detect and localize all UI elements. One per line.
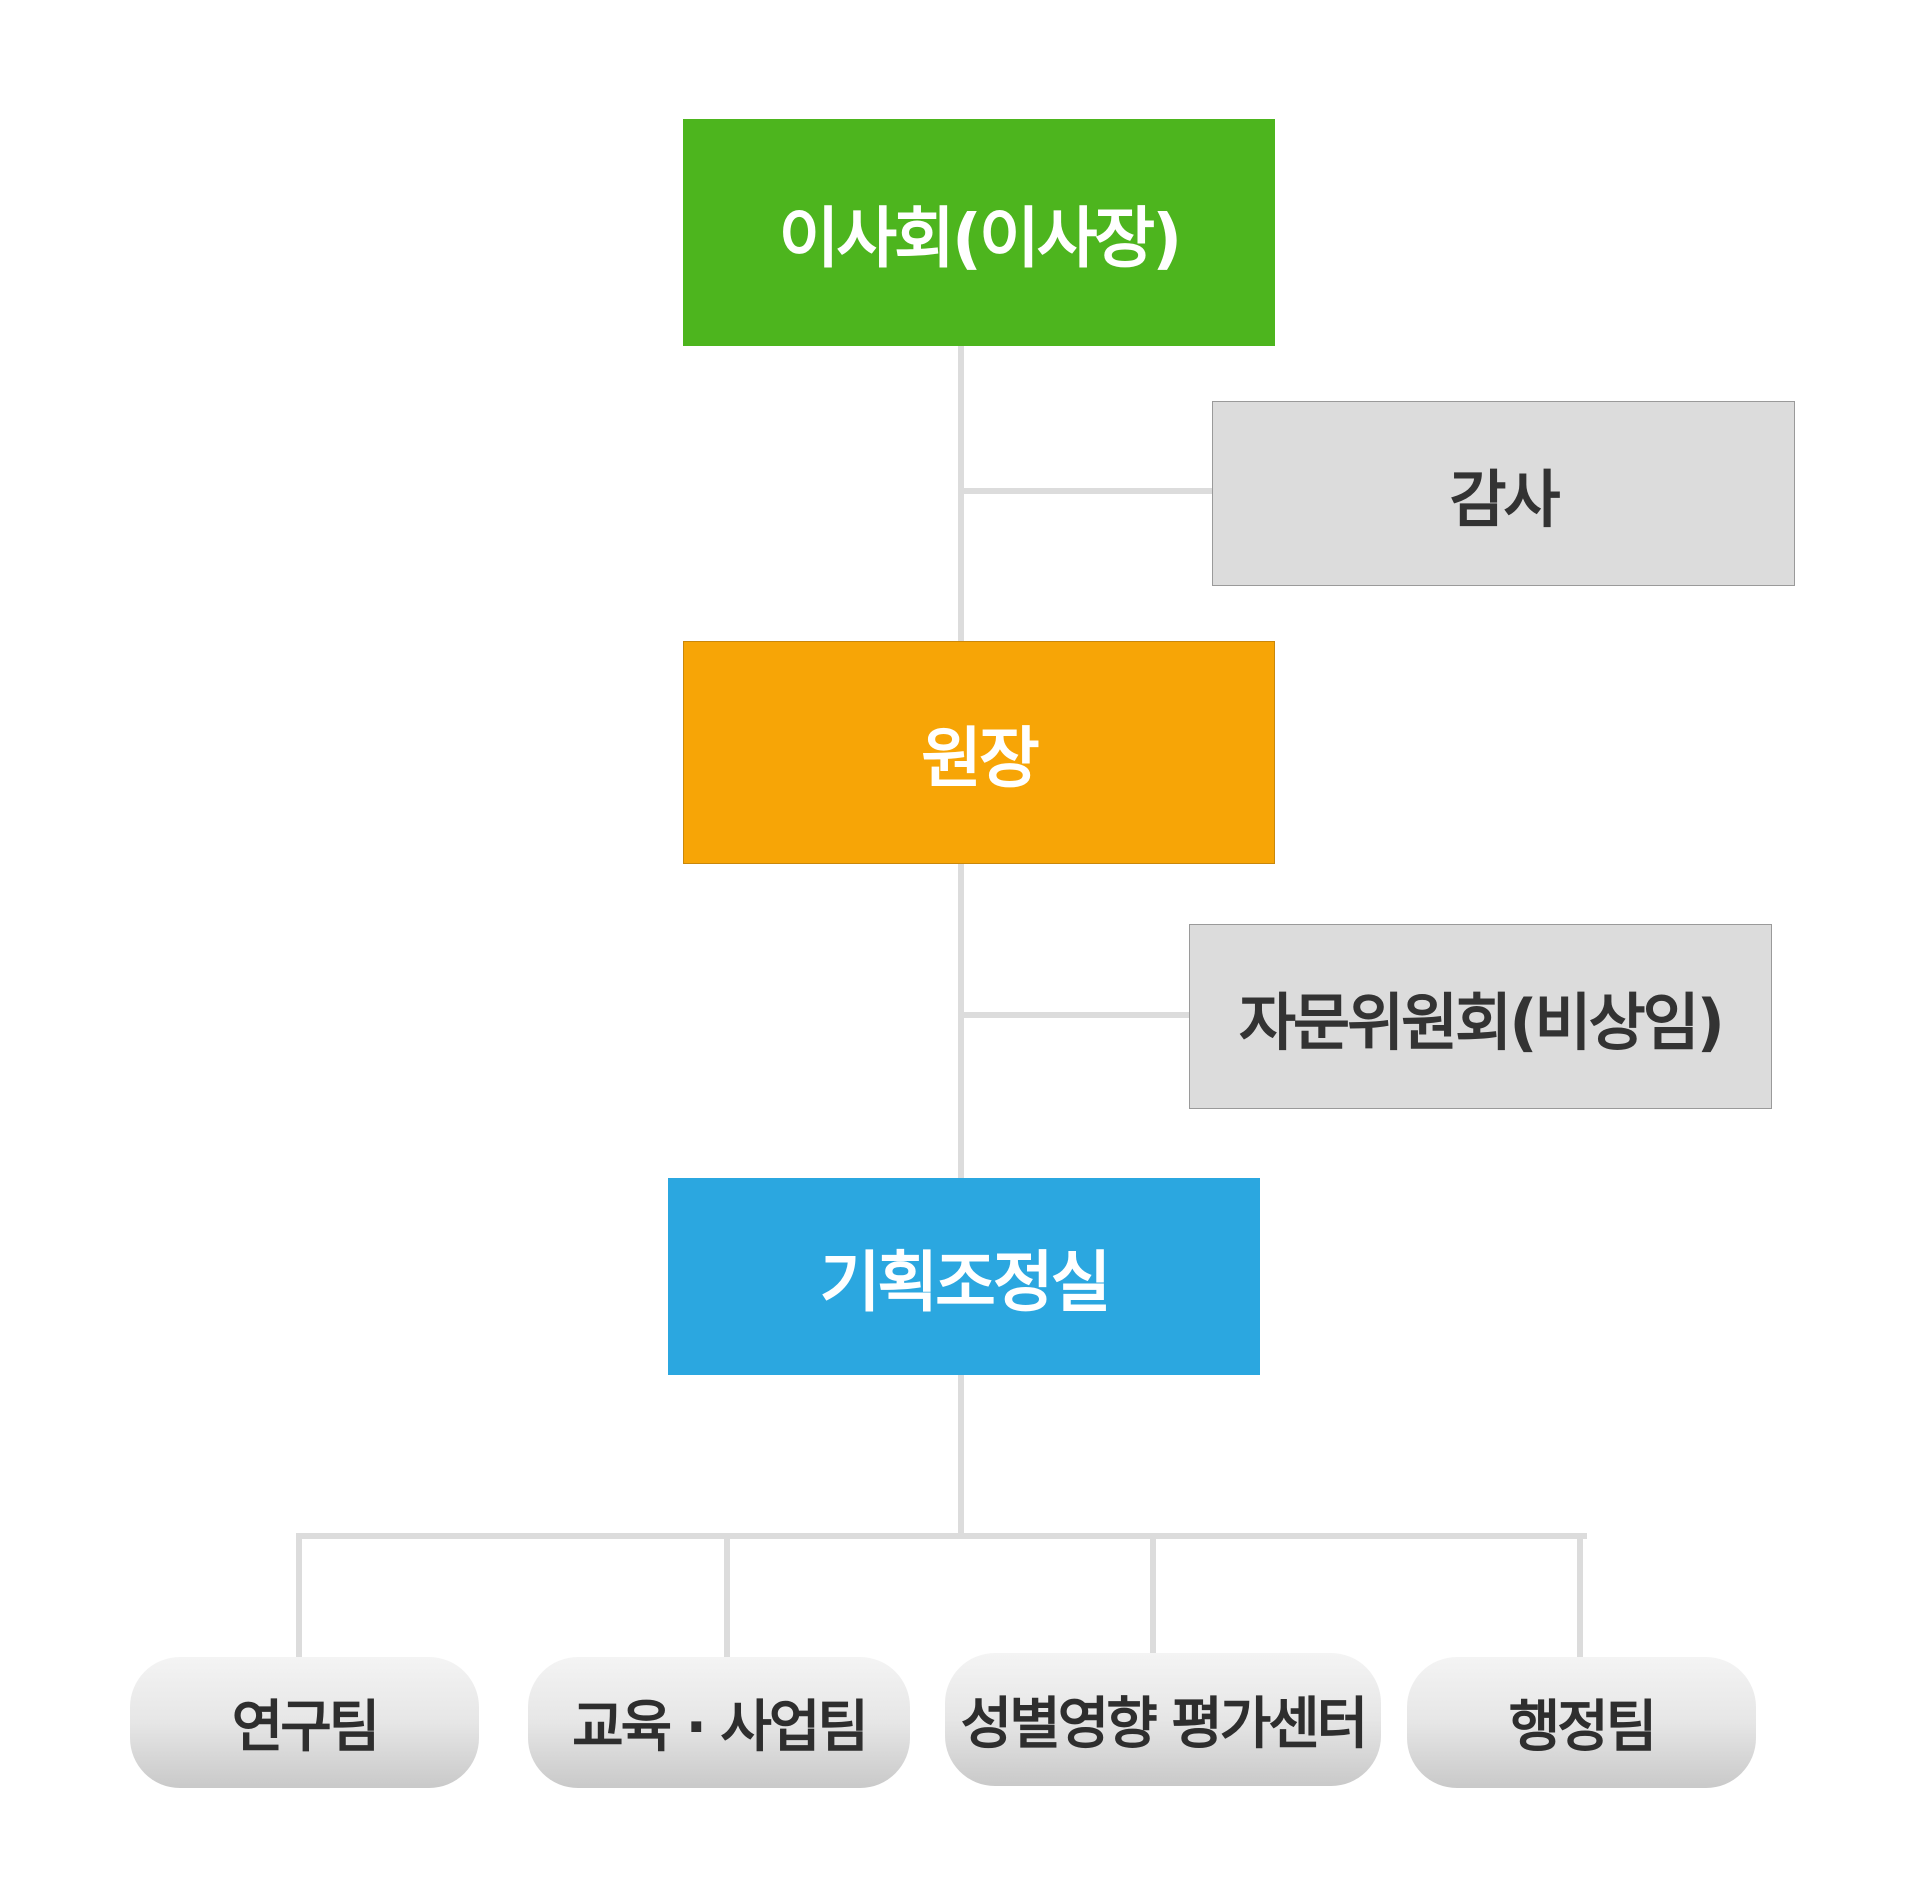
connector-team-4 bbox=[1577, 1533, 1583, 1657]
board-box: 이사회(이사장) bbox=[683, 119, 1275, 346]
advisory-box: 자문위원회(비상임) bbox=[1189, 924, 1772, 1109]
team-gender-impact-center: 성별영향 평가센터 bbox=[945, 1653, 1381, 1786]
advisory-label: 자문위원회(비상임) bbox=[1239, 985, 1725, 1059]
connector-teams-horizontal bbox=[296, 1533, 1587, 1539]
director-box: 원장 bbox=[683, 641, 1275, 864]
team-label: 교육 · 사업팀 bbox=[572, 1695, 869, 1760]
connector-audit bbox=[961, 488, 1212, 494]
connector-team-1 bbox=[296, 1533, 302, 1657]
audit-label: 감사 bbox=[1449, 462, 1560, 536]
planning-label: 기획조정실 bbox=[819, 1243, 1112, 1321]
team-label: 성별영향 평가센터 bbox=[960, 1692, 1369, 1757]
connector-team-3 bbox=[1150, 1533, 1156, 1655]
connector-advisory bbox=[961, 1012, 1189, 1018]
team-label: 행정팀 bbox=[1508, 1695, 1658, 1760]
connector-main-vertical bbox=[958, 346, 964, 1536]
connector-team-2 bbox=[724, 1533, 730, 1657]
board-label: 이사회(이사장) bbox=[778, 199, 1183, 277]
team-administration: 행정팀 bbox=[1407, 1657, 1756, 1788]
team-research: 연구팀 bbox=[130, 1657, 479, 1788]
team-label: 연구팀 bbox=[231, 1695, 381, 1760]
director-label: 원장 bbox=[921, 719, 1039, 797]
planning-box: 기획조정실 bbox=[668, 1178, 1260, 1375]
audit-box: 감사 bbox=[1212, 401, 1795, 586]
team-education: 교육 · 사업팀 bbox=[528, 1657, 910, 1788]
